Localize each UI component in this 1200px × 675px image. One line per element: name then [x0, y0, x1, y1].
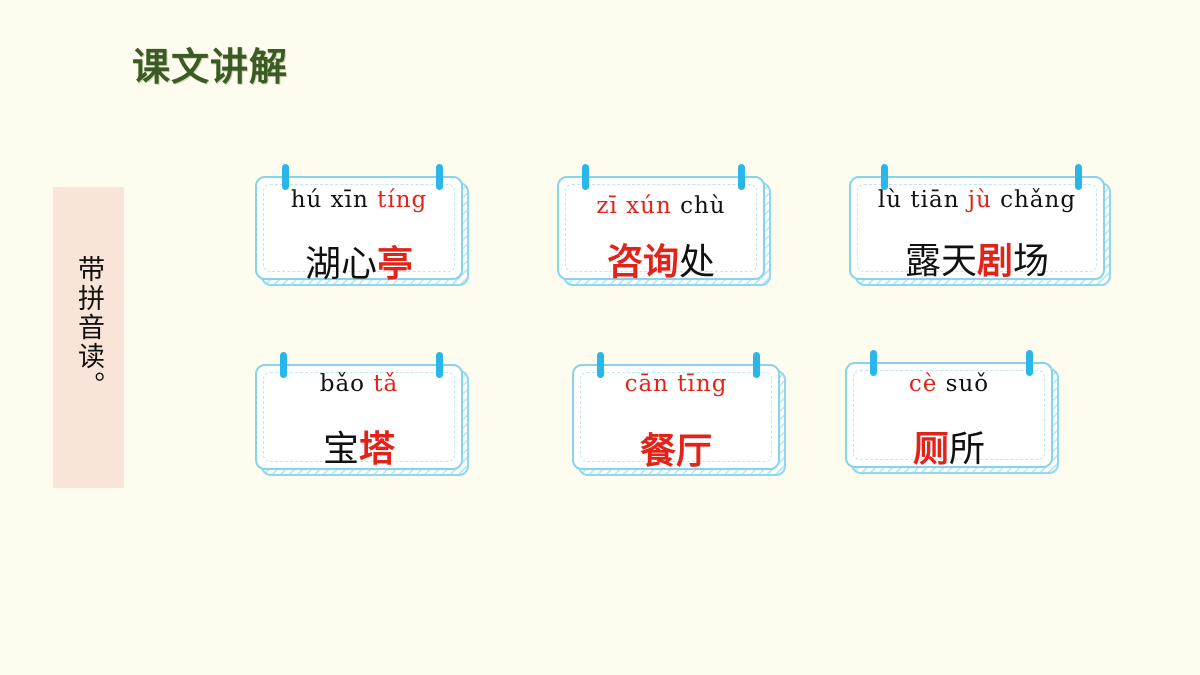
hanzi-segment: 露天 — [904, 241, 977, 282]
pinyin-segment: chù — [680, 193, 726, 219]
binder-ring-icon — [1026, 350, 1033, 376]
pinyin-segment: zī xún — [596, 193, 681, 219]
binder-ring-icon — [582, 164, 589, 190]
pinyin-line: cè suǒ — [845, 371, 1053, 397]
card-face — [557, 176, 765, 280]
hanzi-segment: 餐厅 — [639, 431, 712, 472]
pinyin-segment: chǎng — [991, 187, 1077, 213]
card-face — [255, 176, 463, 280]
hanzi-segment: 宝 — [322, 429, 359, 470]
card-face — [845, 362, 1053, 468]
binder-ring-icon — [738, 164, 745, 190]
binder-ring-icon — [597, 352, 604, 378]
pinyin-line: bǎo tǎ — [255, 371, 463, 397]
vocab-card-6: cè suǒ 厕所 — [845, 350, 1059, 474]
hanzi-word: 餐厅 — [572, 422, 780, 474]
card-face — [572, 364, 780, 470]
hanzi-word: 咨询处 — [557, 233, 765, 285]
vocab-card-1: hú xīn tíng 湖心亭 — [255, 164, 469, 286]
vocab-card-3: lù tiān jù chǎng 露天剧场 — [849, 164, 1111, 286]
hanzi-segment: 塔 — [359, 429, 396, 470]
card-face — [849, 176, 1105, 280]
pinyin-segment: lù tiān — [877, 187, 968, 213]
binder-ring-icon — [280, 352, 287, 378]
pinyin-segment: suǒ — [937, 371, 990, 397]
binder-ring-icon — [1075, 164, 1082, 190]
pinyin-segment: jù — [967, 187, 992, 213]
pinyin-segment: cān tīng — [624, 371, 728, 397]
pinyin-segment: tíng — [377, 187, 428, 213]
binder-ring-icon — [881, 164, 888, 190]
binder-ring-icon — [436, 164, 443, 190]
page-title: 课文讲解 — [132, 45, 289, 89]
hanzi-word: 厕所 — [845, 420, 1053, 472]
hanzi-segment: 湖心 — [304, 244, 377, 285]
pinyin-line: cān tīng — [572, 371, 780, 397]
vocab-card-4: bǎo tǎ 宝塔 — [255, 352, 469, 476]
hanzi-word: 湖心亭 — [255, 235, 463, 287]
pinyin-segment: cè — [908, 371, 938, 397]
binder-ring-icon — [436, 352, 443, 378]
instruction-text: 带拼音读。 — [73, 255, 104, 400]
pinyin-line: zī xún chù — [557, 193, 765, 219]
binder-ring-icon — [753, 352, 760, 378]
instruction-panel: 带拼音读。 — [53, 187, 124, 488]
card-face — [255, 364, 463, 470]
hanzi-word: 宝塔 — [255, 420, 463, 472]
vocab-card-2: zī xún chù 咨询处 — [557, 164, 771, 286]
hanzi-segment: 亭 — [377, 244, 414, 285]
vocab-card-5: cān tīng 餐厅 — [572, 352, 786, 476]
pinyin-segment: bǎo — [319, 371, 374, 397]
binder-ring-icon — [870, 350, 877, 376]
hanzi-segment: 厕 — [912, 429, 949, 470]
pinyin-segment: tǎ — [373, 371, 399, 397]
pinyin-line: lù tiān jù chǎng — [849, 187, 1105, 213]
binder-ring-icon — [282, 164, 289, 190]
pinyin-segment: hú xīn — [290, 187, 378, 213]
pinyin-line: hú xīn tíng — [255, 187, 463, 213]
hanzi-word: 露天剧场 — [849, 232, 1105, 284]
hanzi-segment: 咨询 — [606, 242, 679, 283]
hanzi-segment: 处 — [679, 242, 716, 283]
hanzi-segment: 所 — [949, 429, 986, 470]
hanzi-segment: 场 — [1013, 241, 1050, 282]
hanzi-segment: 剧 — [976, 241, 1013, 282]
